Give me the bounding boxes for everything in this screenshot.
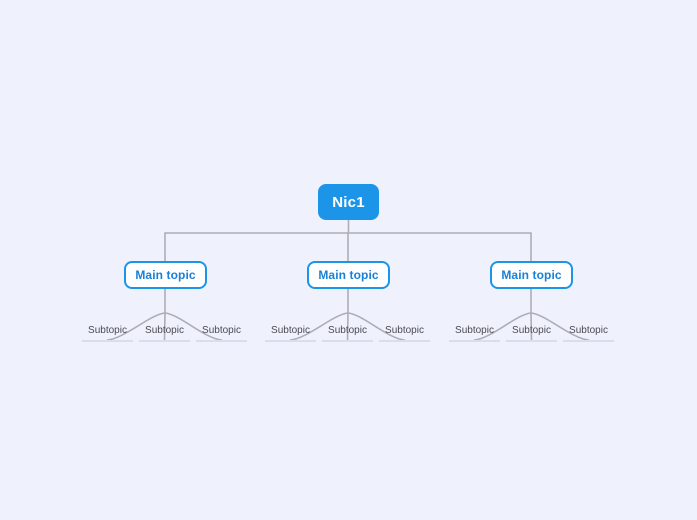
main-topic-node[interactable]: Main topic: [307, 261, 390, 289]
subtopic-node[interactable]: Subtopic: [82, 325, 133, 342]
subtopic-node[interactable]: Subtopic: [139, 325, 190, 342]
subtopic-node[interactable]: Subtopic: [196, 325, 247, 342]
main-topic-node[interactable]: Main topic: [490, 261, 573, 289]
subtopic-node[interactable]: Subtopic: [379, 325, 430, 342]
root-node[interactable]: Nic1: [318, 184, 379, 220]
subtopic-node[interactable]: Subtopic: [506, 325, 557, 342]
subtopic-node[interactable]: Subtopic: [449, 325, 500, 342]
subtopic-node[interactable]: Subtopic: [265, 325, 316, 342]
main-topic-node[interactable]: Main topic: [124, 261, 207, 289]
subtopic-node[interactable]: Subtopic: [322, 325, 373, 342]
subtopic-node[interactable]: Subtopic: [563, 325, 614, 342]
